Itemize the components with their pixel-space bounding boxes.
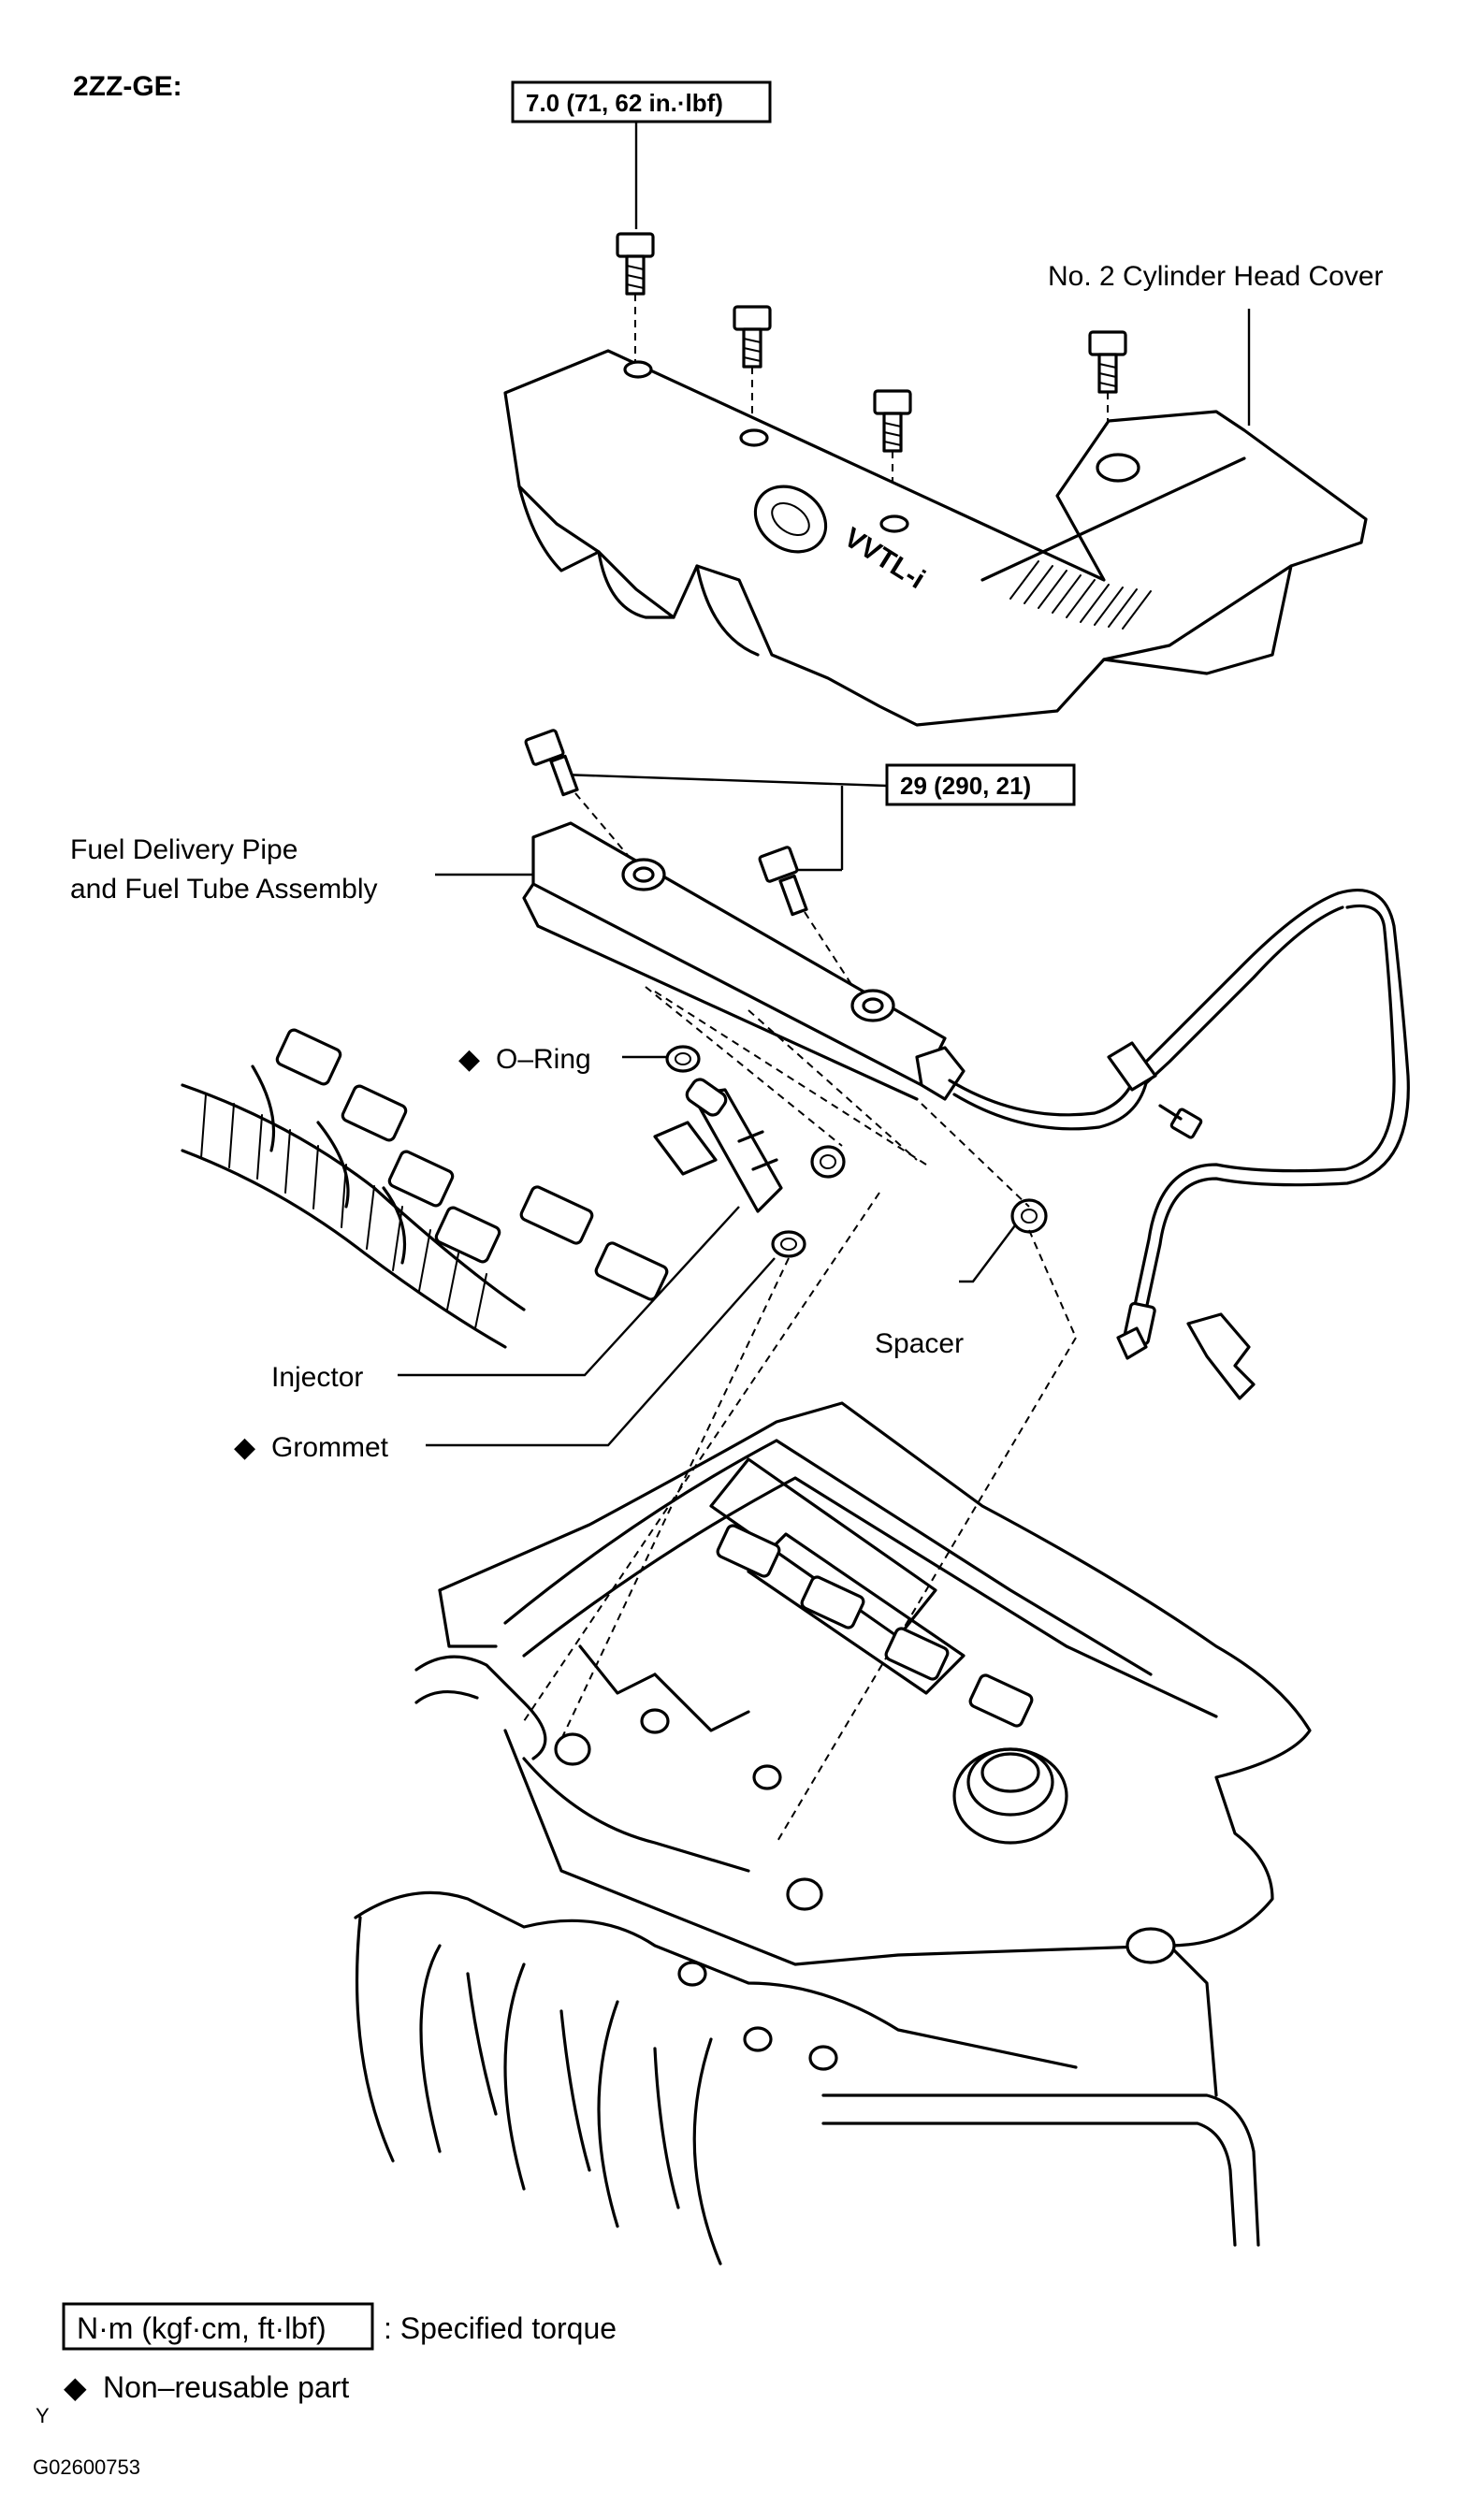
torque-legend-unit: N·m (kgf·cm, ft·lbf): [77, 2311, 327, 2345]
figure-id: G02600753: [33, 2455, 140, 2479]
delivery-pipe-torque-box: 29 (290, 21): [560, 763, 1076, 872]
o-ring: [622, 986, 918, 1161]
delivery-pipe-bolt: [758, 846, 857, 992]
cylinder-head-cover: VVTL-i: [503, 309, 1368, 727]
corner-mark: Y: [36, 2404, 50, 2427]
torque-legend-desc: : Specified torque: [384, 2311, 617, 2345]
delivery-pipe-torque-text: 29 (290, 21): [900, 772, 1031, 800]
grommet-label: Grommet: [271, 1432, 389, 1463]
spacer-label: Spacer: [875, 1328, 964, 1359]
grommet: [426, 1230, 806, 1447]
spacer: [921, 1103, 1077, 1339]
fuel-delivery-label-line1: Fuel Delivery Pipe: [70, 834, 298, 865]
delivery-pipe-bolt: [524, 729, 637, 866]
cover-bolt: [733, 305, 772, 430]
o-ring-diamond: ◆: [458, 1044, 480, 1075]
cover-bolt: [616, 232, 655, 365]
nonreusable-legend: Non–reusable part: [103, 2370, 349, 2404]
legend: N·m (kgf·cm, ft·lbf) : Specified torque …: [33, 2302, 617, 2479]
spacer: [810, 1145, 846, 1179]
o-ring-label: O–Ring: [496, 1044, 591, 1075]
wire-harness: [181, 1028, 669, 1349]
cover-bolt-torque-text: 7.0 (71, 62 in.·lbf): [526, 89, 723, 117]
injector: [398, 1078, 783, 1377]
cylinder-head-cover-label: No. 2 Cylinder Head Cover: [1048, 261, 1384, 292]
cover-bolt-torque-box: 7.0 (71, 62 in.·lbf): [511, 80, 772, 229]
engine-code-title: 2ZZ-GE:: [73, 71, 182, 102]
grommet-diamond: ◆: [234, 1432, 255, 1463]
fuel-delivery-label-line2: and Fuel Tube Assembly: [70, 874, 378, 905]
legend-diamond: ◆: [64, 2370, 87, 2404]
torque-legend-box: [62, 2302, 374, 2351]
cylinder-head: [354, 1401, 1312, 2266]
fuel-delivery-pipe: [435, 821, 1410, 1400]
injector-label: Injector: [271, 1362, 363, 1393]
